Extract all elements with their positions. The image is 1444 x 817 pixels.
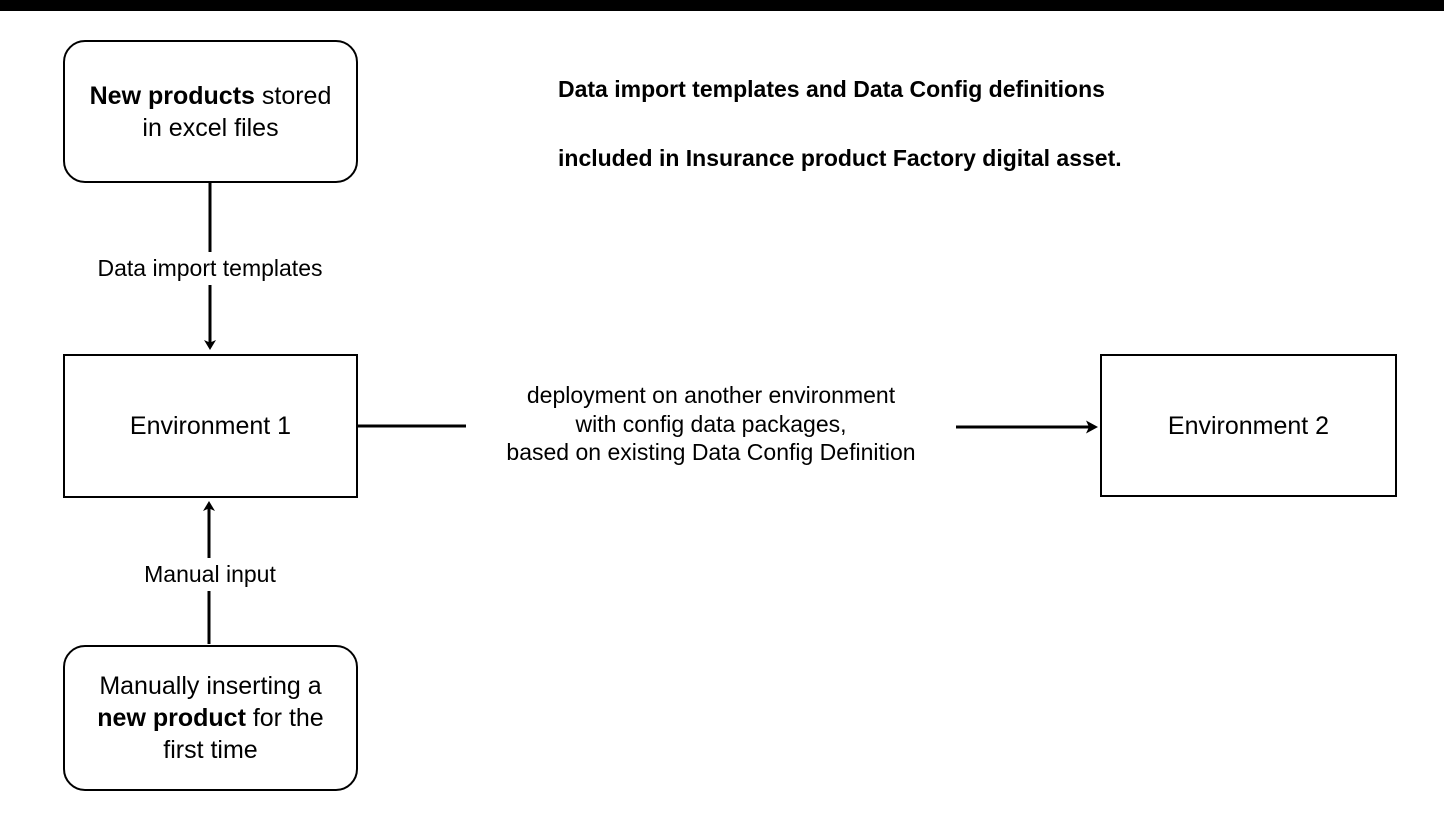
node-new-products-bold: New products <box>89 81 255 110</box>
edge-label-deployment: deployment on another environment with c… <box>466 378 956 470</box>
header-note-line-1: Data import templates and Data Config de… <box>558 76 1105 102</box>
edge-label-deployment-line-3: based on existing Data Config Definition <box>506 439 916 466</box>
node-manual-insert-line3: first time <box>163 736 258 764</box>
edge-label-deployment-line-1: deployment on another environment <box>526 382 896 408</box>
header-note-line-2: included in Insurance product Factory di… <box>558 145 1122 171</box>
edge-label-deployment-line-2: with config data packages, <box>575 410 847 437</box>
node-environment-1[interactable]: Environment 1 <box>63 354 358 498</box>
node-manual-insert-rest: for the <box>245 704 324 732</box>
node-new-products-rest: stored <box>254 81 332 110</box>
top-black-bar <box>0 0 1444 11</box>
node-new-products-line2: in excel files <box>142 113 279 142</box>
edge-label-data-import-templates: Data import templates <box>60 252 360 285</box>
node-environment-2-label: Environment 2 <box>1167 411 1330 440</box>
edge-label-manual-input: Manual input <box>60 558 360 591</box>
node-new-products-label: New products stored in excel files <box>65 80 356 144</box>
node-new-products[interactable]: New products stored in excel files <box>63 40 358 183</box>
node-manual-insert[interactable]: Manually inserting a new product for the… <box>63 645 358 791</box>
node-environment-2[interactable]: Environment 2 <box>1100 354 1397 497</box>
header-note: Data import templates and Data Config de… <box>558 78 1318 216</box>
node-manual-insert-label: Manually inserting a new product for the… <box>65 670 356 766</box>
node-manual-insert-line1: Manually inserting a <box>99 672 322 700</box>
node-manual-insert-bold: new product <box>97 704 246 732</box>
node-environment-1-label: Environment 1 <box>129 412 292 440</box>
